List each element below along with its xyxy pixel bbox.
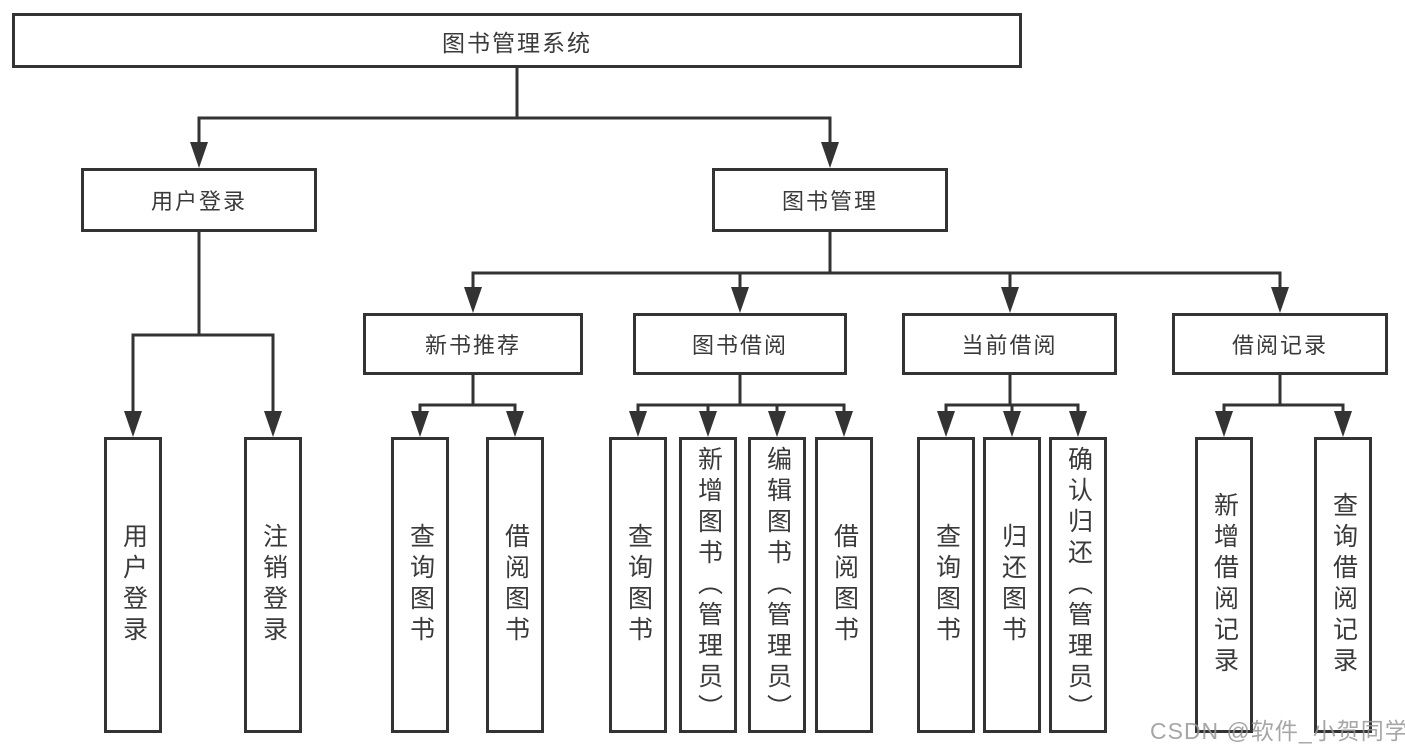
leaf-newbook-borrow-books-label: 借阅图书 bbox=[501, 523, 530, 647]
node-book-management-label: 图书管理 bbox=[781, 189, 878, 214]
node-borrow-records: 借阅记录 bbox=[1172, 313, 1388, 375]
leaf-user-login-label: 用户登录 bbox=[119, 523, 148, 647]
leaf-records-add-record: 新增借阅记录 bbox=[1195, 437, 1253, 733]
leaf-borrow-borrow-books-label: 借阅图书 bbox=[830, 523, 859, 647]
leaf-current-confirm-return-admin: 确认归还（管理员） bbox=[1049, 437, 1107, 733]
node-new-book-recommend: 新书推荐 bbox=[363, 313, 583, 375]
leaf-logout: 注销登录 bbox=[244, 437, 302, 733]
leaf-newbook-query-books: 查询图书 bbox=[391, 437, 449, 733]
node-book-borrow: 图书借阅 bbox=[633, 313, 847, 375]
leaf-records-query-record: 查询借阅记录 bbox=[1314, 437, 1372, 733]
node-user-login: 用户登录 bbox=[81, 168, 317, 232]
csdn-watermark: CSDN @软件_小贺同学 bbox=[1150, 718, 1405, 744]
node-user-login-label: 用户登录 bbox=[150, 189, 247, 214]
node-root-system: 图书管理系统 bbox=[12, 13, 1022, 68]
leaf-newbook-query-books-label: 查询图书 bbox=[406, 523, 435, 647]
leaf-current-return-books: 归还图书 bbox=[983, 437, 1041, 733]
leaf-borrow-add-books-admin: 新增图书（管理员） bbox=[679, 437, 737, 733]
leaf-records-add-record-label: 新增借阅记录 bbox=[1210, 492, 1239, 678]
node-book-management: 图书管理 bbox=[712, 168, 948, 232]
leaf-current-return-books-label: 归还图书 bbox=[998, 523, 1027, 647]
node-root-label: 图书管理系统 bbox=[442, 29, 592, 56]
leaf-borrow-add-books-admin-label: 新增图书（管理员） bbox=[694, 445, 723, 725]
node-new-book-recommend-label: 新书推荐 bbox=[424, 333, 521, 358]
node-current-borrow-label: 当前借阅 bbox=[961, 333, 1058, 358]
leaf-records-query-record-label: 查询借阅记录 bbox=[1329, 492, 1358, 678]
leaf-current-query-books-label: 查询图书 bbox=[932, 523, 961, 647]
leaf-borrow-borrow-books: 借阅图书 bbox=[815, 437, 873, 733]
leaf-logout-label: 注销登录 bbox=[259, 523, 288, 647]
leaf-borrow-edit-books-admin-label: 编辑图书（管理员） bbox=[763, 445, 792, 725]
leaf-newbook-borrow-books: 借阅图书 bbox=[486, 437, 544, 733]
node-book-borrow-label: 图书借阅 bbox=[691, 333, 788, 358]
leaf-current-confirm-return-admin-label: 确认归还（管理员） bbox=[1064, 445, 1093, 725]
leaf-current-query-books: 查询图书 bbox=[917, 437, 975, 733]
leaf-borrow-query-books: 查询图书 bbox=[609, 437, 667, 733]
node-borrow-records-label: 借阅记录 bbox=[1231, 333, 1328, 358]
leaf-borrow-edit-books-admin: 编辑图书（管理员） bbox=[748, 437, 806, 733]
leaf-user-login: 用户登录 bbox=[104, 437, 162, 733]
node-current-borrow: 当前借阅 bbox=[902, 313, 1117, 375]
leaf-borrow-query-books-label: 查询图书 bbox=[624, 523, 653, 647]
